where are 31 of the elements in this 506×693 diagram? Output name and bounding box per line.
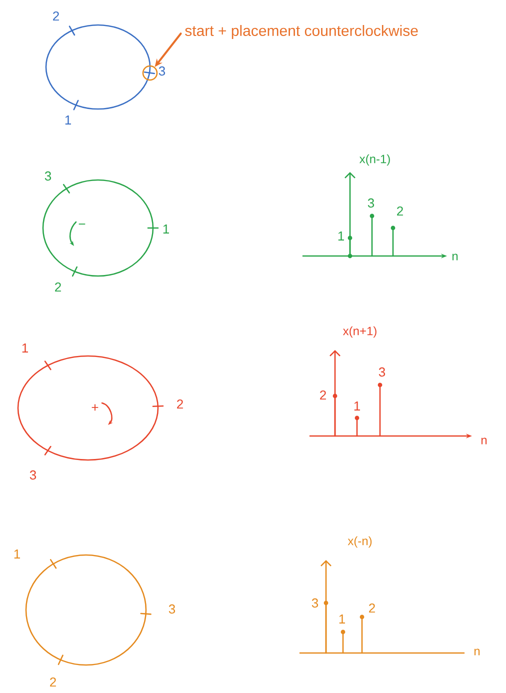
number-label: 2 bbox=[320, 390, 326, 400]
number-label: 3 bbox=[378, 367, 386, 377]
number-label: 3 bbox=[44, 171, 52, 181]
sign-label: + bbox=[92, 404, 98, 411]
number-label: 2 bbox=[53, 11, 59, 21]
number-label: 1 bbox=[65, 116, 71, 124]
number-label: 1 bbox=[14, 550, 20, 558]
number-label: 3 bbox=[30, 470, 36, 480]
annotation-text: start + placement counterclockwise bbox=[185, 25, 418, 39]
sign-label: − bbox=[78, 224, 86, 225]
number-label: 3 bbox=[158, 66, 166, 76]
number-label: 1 bbox=[22, 344, 28, 352]
highlight-circle bbox=[142, 65, 158, 81]
number-label: 2 bbox=[177, 399, 183, 409]
number-label: 1 bbox=[338, 232, 344, 240]
number-label: 1 bbox=[354, 402, 360, 410]
number-label: 2 bbox=[55, 282, 61, 292]
number-label: 2 bbox=[369, 603, 375, 613]
number-label: 3 bbox=[312, 598, 318, 608]
number-label: 1 bbox=[163, 224, 169, 234]
axis-label: n bbox=[452, 254, 458, 260]
axis-label: x(n+1) bbox=[342, 326, 376, 338]
axis-label: n bbox=[474, 648, 480, 656]
number-label: 3 bbox=[168, 604, 176, 614]
number-label: 2 bbox=[50, 677, 56, 687]
number-label: 3 bbox=[368, 198, 374, 208]
number-label: 2 bbox=[397, 206, 403, 216]
axis-label: x(n-1) bbox=[359, 154, 390, 166]
axis-label: n bbox=[481, 438, 487, 444]
axis-label: x(-n) bbox=[348, 536, 372, 548]
number-label: 1 bbox=[339, 614, 345, 624]
